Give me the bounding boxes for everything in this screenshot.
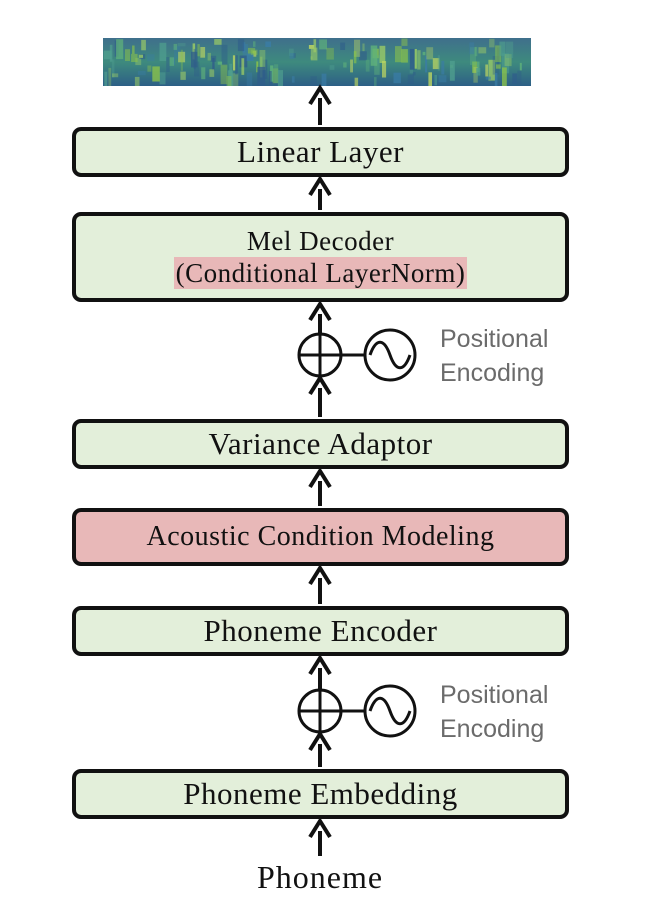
arrow-adder-to-decoder bbox=[308, 300, 332, 333]
linear-layer-block: Linear Layer bbox=[72, 127, 569, 177]
mel-decoder-label: Mel Decoder bbox=[246, 226, 395, 256]
adder-upper bbox=[297, 332, 343, 378]
variance-adaptor-block: Variance Adaptor bbox=[72, 419, 569, 469]
variance-adaptor-label: Variance Adaptor bbox=[208, 426, 433, 461]
acoustic-condition-modeling-label: Acoustic Condition Modeling bbox=[146, 521, 495, 552]
linear-layer-label: Linear Layer bbox=[237, 134, 404, 169]
flow-arrows bbox=[308, 84, 332, 856]
arrow-into-embedding bbox=[308, 817, 332, 856]
sine-wave-icon bbox=[363, 328, 417, 382]
arrow-embedding-to-adder bbox=[308, 730, 332, 767]
adder-lower bbox=[297, 688, 343, 734]
mel-spectrogram-image bbox=[103, 38, 531, 86]
phoneme-input-label: Phoneme bbox=[256, 859, 384, 895]
arrow-adder-to-encoder bbox=[308, 654, 332, 689]
positional-encoding-label-lower: Positional Encoding bbox=[440, 678, 548, 746]
positional-label-line1: Positional bbox=[440, 325, 549, 353]
arrow-encoder-to-acoustic bbox=[308, 564, 332, 604]
phoneme-encoder-label: Phoneme Encoder bbox=[203, 613, 438, 648]
positional-label-line2: Encoding bbox=[440, 359, 545, 387]
arrow-variance-to-adder bbox=[308, 374, 332, 417]
conditional-layernorm-label: (Conditional LayerNorm) bbox=[173, 257, 468, 289]
arrow-decoder-to-linear bbox=[308, 175, 332, 210]
phoneme-embedding-block: Phoneme Embedding bbox=[72, 769, 569, 819]
acoustic-condition-modeling-block: Acoustic Condition Modeling bbox=[72, 508, 569, 566]
phoneme-encoder-block: Phoneme Encoder bbox=[72, 606, 569, 656]
positional-encoding-label-upper: Positional Encoding bbox=[440, 322, 548, 390]
arrow-acoustic-to-variance bbox=[308, 467, 332, 506]
positional-label-line1: Positional bbox=[440, 681, 549, 709]
phoneme-embedding-label: Phoneme Embedding bbox=[183, 776, 458, 811]
positional-label-line2: Encoding bbox=[440, 715, 545, 743]
arrow-linear-to-output bbox=[308, 84, 332, 125]
sine-wave-icon bbox=[363, 684, 417, 738]
mel-decoder-block: Mel Decoder (Conditional LayerNorm) bbox=[72, 212, 569, 302]
